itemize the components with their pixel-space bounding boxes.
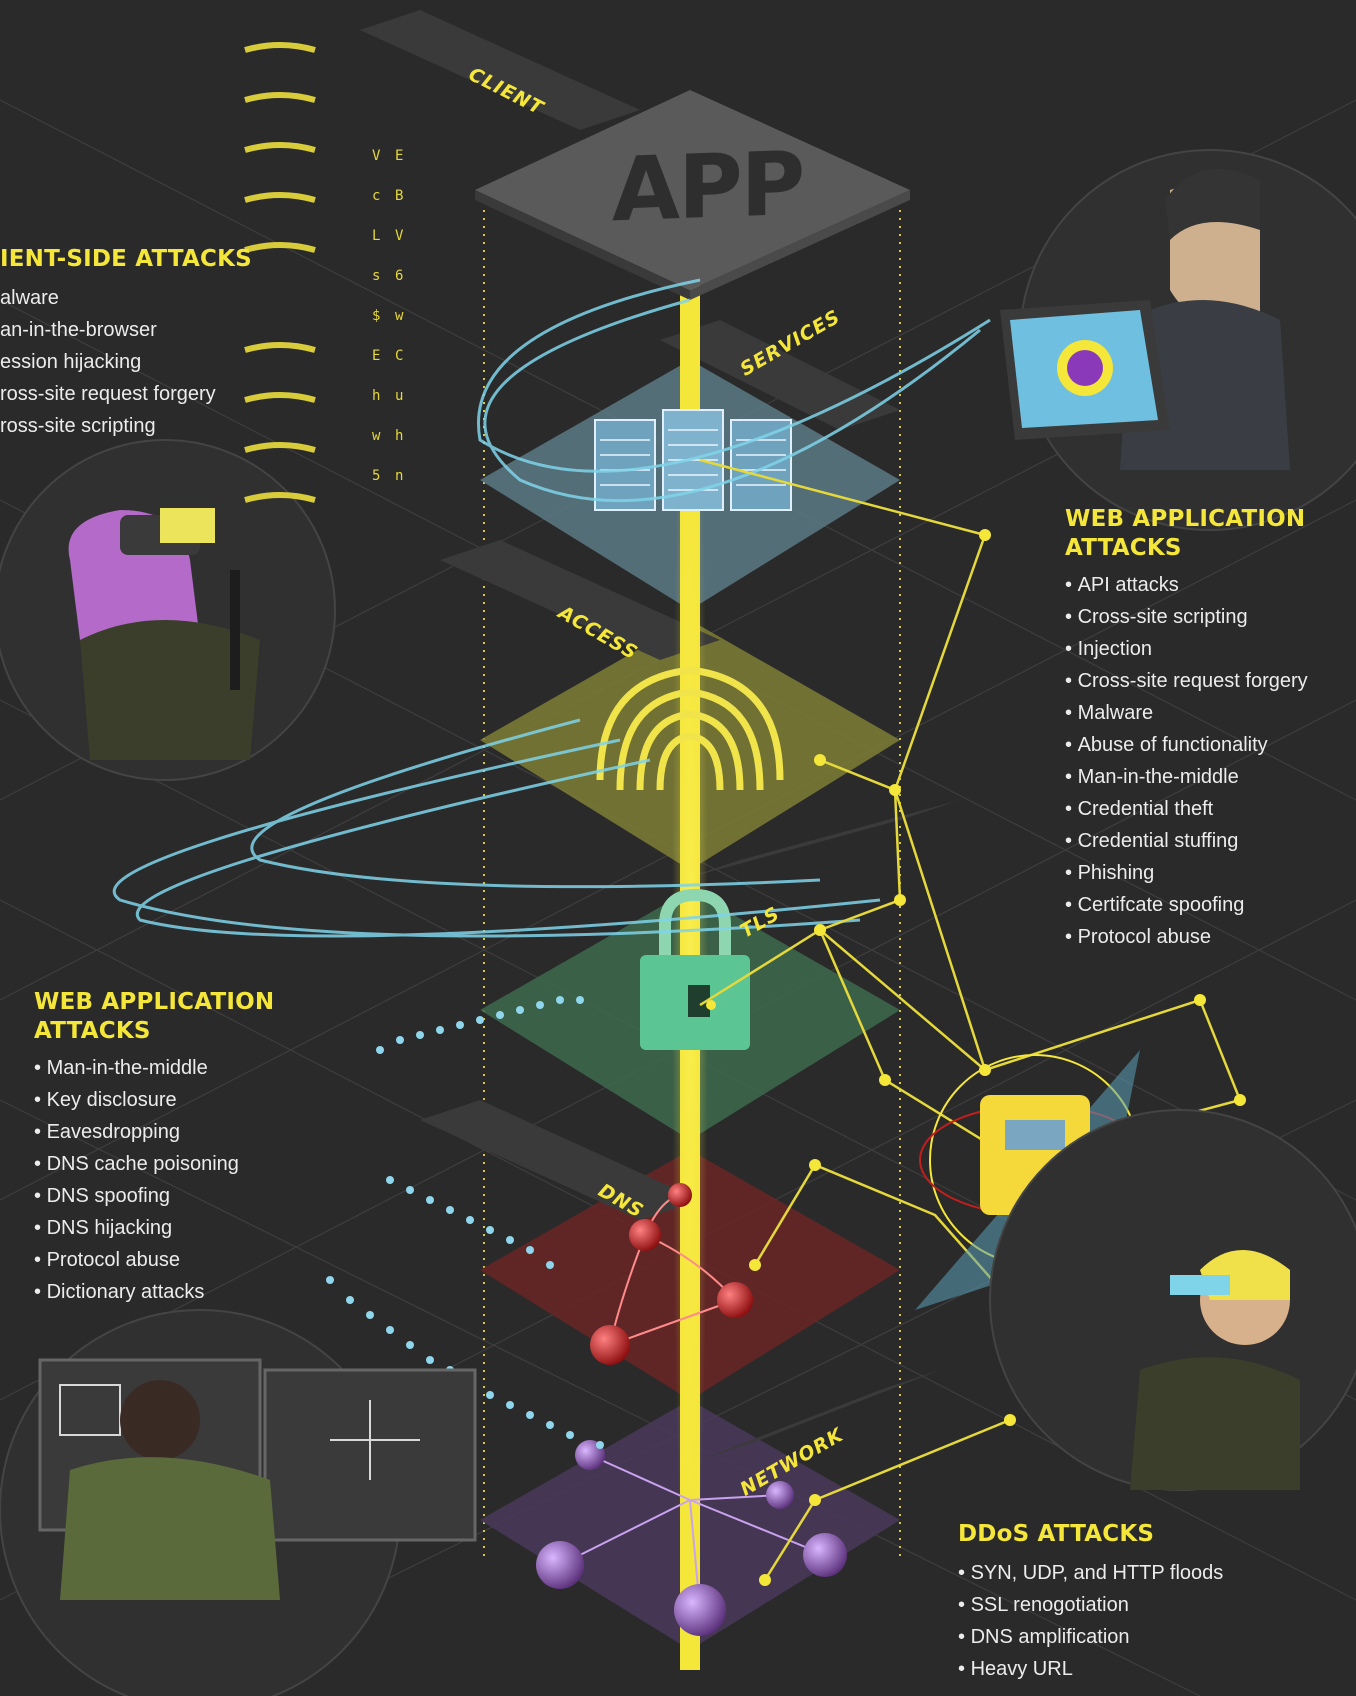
list-item: ross-site request forgery (0, 383, 216, 405)
attack-list: SYN, UDP, and HTTP floods SSL renogotiat… (958, 1557, 1224, 1685)
list-item: Credential stuffing (1065, 825, 1308, 857)
vr-user-figure (68, 508, 260, 760)
panel-title-line2: ATTACKS (1065, 535, 1182, 561)
svg-text:h: h (372, 388, 380, 404)
svg-text:C: C (395, 348, 403, 364)
operator-figure (38, 1358, 477, 1600)
list-item: Protocol abuse (1065, 921, 1308, 953)
label-strips (360, 10, 960, 1460)
attack-list: alware an-in-the-browser ession hijackin… (0, 282, 252, 442)
list-item: Man-in-the-middle (1065, 761, 1308, 793)
dns-node (590, 1325, 630, 1365)
panel-title-line1: WEB APPLICATION (34, 989, 275, 1015)
list-item: DNS hijacking (34, 1212, 274, 1244)
list-item: alware (0, 287, 59, 309)
list-item: Abuse of functionality (1065, 729, 1308, 761)
attack-list: Man-in-the-middle Key disclosure Eavesdr… (34, 1052, 274, 1308)
list-item: Cross-site scripting (1065, 601, 1308, 633)
list-item: Protocol abuse (34, 1244, 274, 1276)
svg-text:s: s (372, 268, 380, 284)
svg-text:L: L (372, 228, 380, 244)
fingerprint-icon (596, 666, 784, 791)
svg-text:E: E (372, 348, 380, 364)
panel-title: DDoS ATTACKS (958, 1521, 1155, 1547)
hacker-figure (1000, 168, 1290, 470)
svg-text:c: c (372, 188, 380, 204)
web-app-attacks-left-panel: WEB APPLICATION ATTACKS Man-in-the-middl… (34, 988, 274, 1308)
list-item: SSL renogotiation (958, 1589, 1223, 1621)
list-item: ession hijacking (0, 351, 142, 373)
svg-text:n: n (395, 468, 403, 484)
list-item: Malware (1065, 697, 1308, 729)
panel-title-line1: WEB APPLICATION (1065, 506, 1306, 532)
panel-title: WEB APPLICATION ATTACKS (1065, 505, 1308, 563)
svg-text:B: B (395, 188, 403, 204)
ddos-attacks-panel: DDoS ATTACKS SYN, UDP, and HTTP floods S… (958, 1520, 1223, 1685)
dns-node (717, 1282, 753, 1318)
cyan-swirl (112, 278, 991, 938)
network-node (766, 1481, 794, 1509)
list-item: Phishing (1065, 857, 1308, 889)
vector-nodes (749, 529, 1246, 1586)
svg-text:h: h (395, 428, 403, 444)
list-item: Certifcate spoofing (1065, 889, 1308, 921)
network-node (536, 1541, 584, 1589)
data-stream: VcL s$E hw5 EBV 6wC uhn (372, 148, 404, 484)
svg-text:6: 6 (395, 268, 403, 284)
network-hub-icon (559, 1454, 826, 1611)
list-item: DNS cache poisoning (34, 1148, 274, 1180)
svg-text:V: V (395, 228, 404, 244)
web-app-attacks-right-panel: WEB APPLICATION ATTACKS API attacks Cros… (1065, 505, 1308, 953)
list-item: API attacks (1065, 569, 1308, 601)
dns-node (668, 1183, 692, 1207)
svg-text:u: u (395, 388, 403, 404)
svg-text:V: V (372, 148, 381, 164)
list-item: Key disclosure (34, 1084, 274, 1116)
list-item: DNS amplification (958, 1621, 1223, 1653)
attack-list: API attacks Cross-site scripting Injecti… (1065, 569, 1308, 953)
svg-text:E: E (395, 148, 403, 164)
app-label: APP (612, 131, 804, 242)
signal-rings (244, 42, 316, 503)
list-item: Man-in-the-middle (34, 1052, 274, 1084)
list-item: Heavy URL (958, 1653, 1223, 1685)
list-item: Eavesdropping (34, 1116, 274, 1148)
list-item: SYN, UDP, and HTTP floods (958, 1557, 1224, 1589)
panel-title-line2: ATTACKS (34, 1018, 151, 1044)
dns-node (629, 1219, 661, 1251)
botmaster-figure (1130, 1250, 1300, 1490)
list-item: Cross-site request forgery (1065, 665, 1308, 697)
app-box-top (475, 90, 910, 290)
network-node (674, 1584, 726, 1636)
padlock-icon (640, 888, 750, 1050)
list-item: Injection (1065, 633, 1308, 665)
svg-text:5: 5 (372, 468, 380, 484)
list-item: ross-site scripting (0, 415, 156, 437)
list-item: DNS spoofing (34, 1180, 274, 1212)
network-node (803, 1533, 847, 1577)
panel-title: WEB APPLICATION ATTACKS (34, 988, 274, 1046)
list-item: Dictionary attacks (34, 1276, 274, 1308)
list-item: Credential theft (1065, 793, 1308, 825)
svg-text:$: $ (372, 308, 380, 324)
client-side-attacks-panel: IENT-SIDE ATTACKS alware an-in-the-brows… (0, 245, 252, 442)
list-item: an-in-the-browser (0, 319, 157, 341)
panel-title: IENT-SIDE ATTACKS (0, 246, 252, 272)
svg-text:w: w (395, 308, 404, 324)
svg-text:w: w (372, 428, 381, 444)
